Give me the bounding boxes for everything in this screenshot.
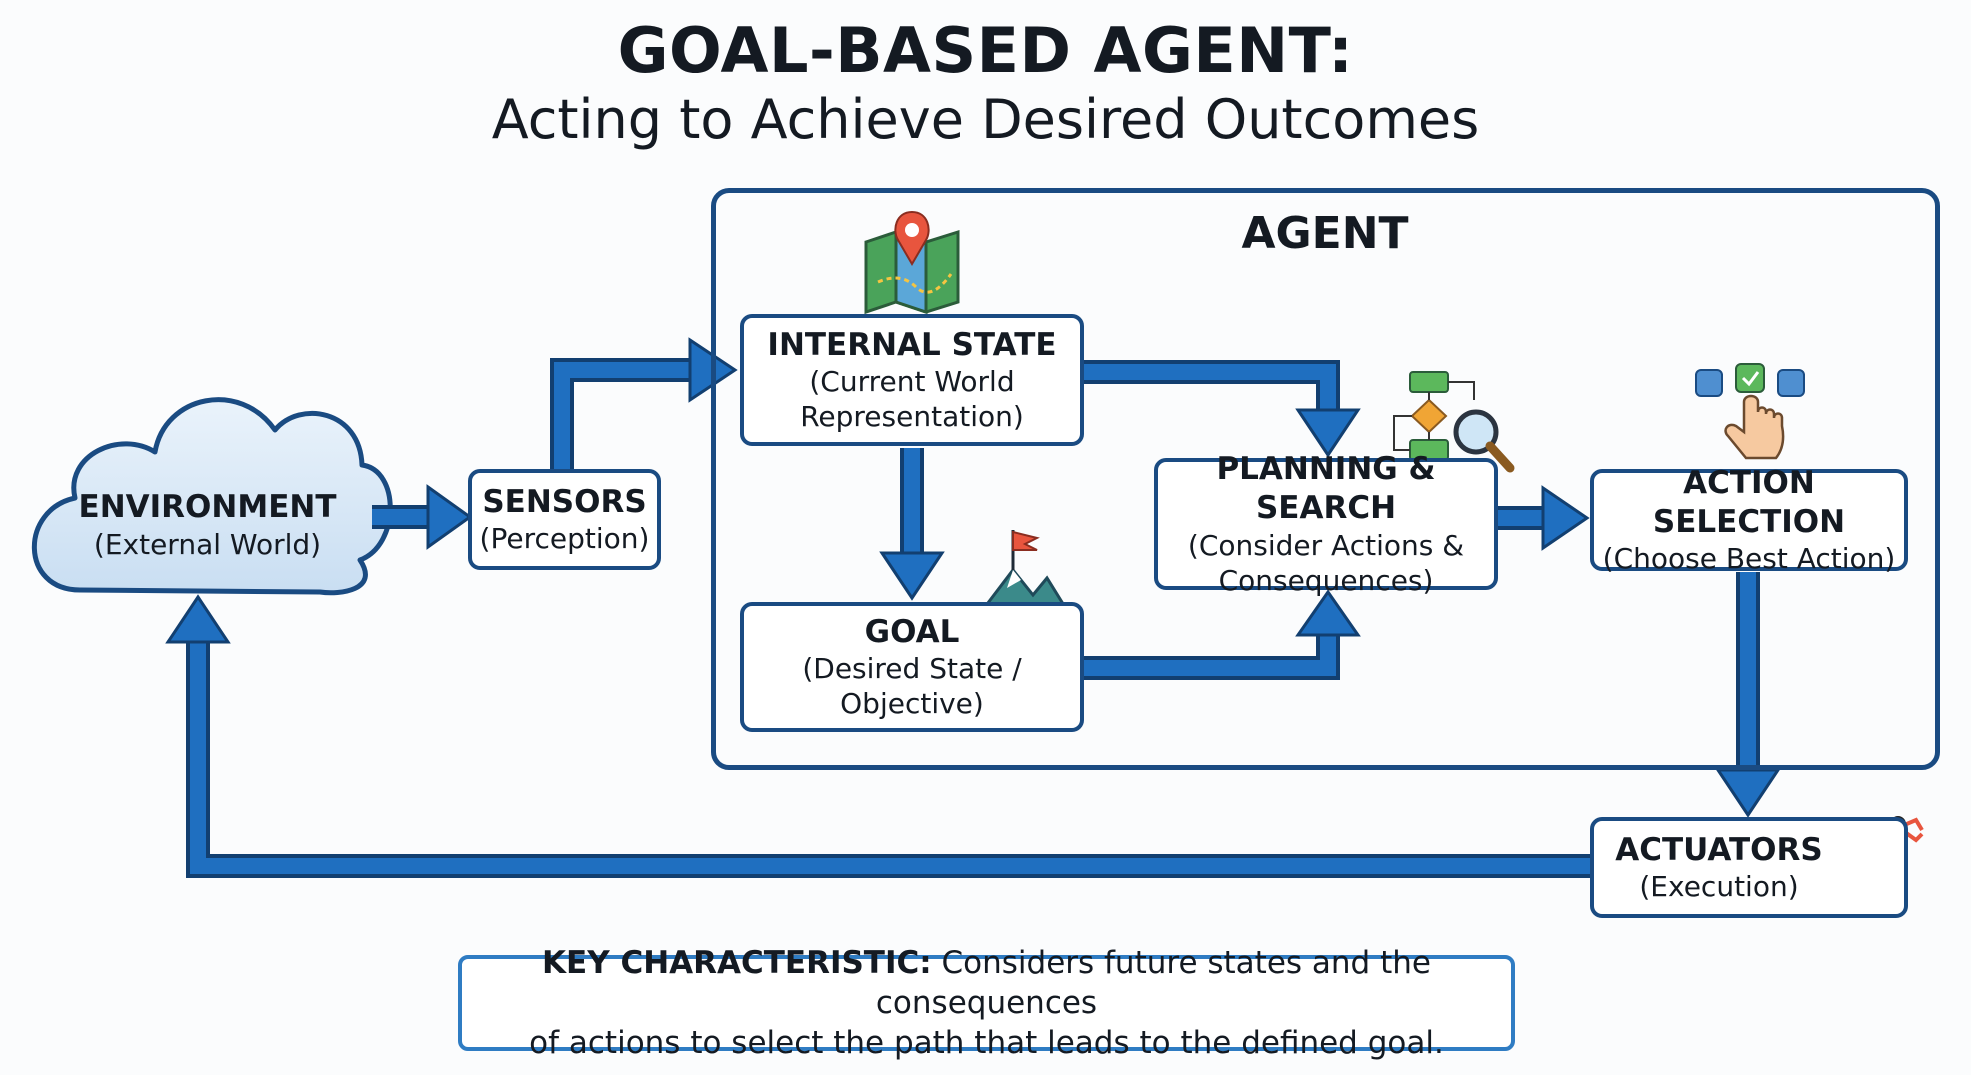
- planning-sub-1: (Consider Actions &: [1187, 528, 1465, 562]
- sensors-sub: (Perception): [479, 522, 650, 556]
- actuators-heading: ACTUATORS: [1615, 831, 1823, 868]
- arrow-internal-state-to-planning: [1082, 360, 1361, 458]
- environment-cloud: [31, 397, 393, 596]
- environment-sub: (External World): [93, 527, 322, 561]
- sensors-heading: SENSORS: [482, 483, 647, 520]
- internal-state-heading: INTERNAL STATE: [767, 326, 1057, 363]
- arrow-internal-state-to-goal: [879, 448, 945, 601]
- key-text-2: of actions to select the path that leads…: [529, 1025, 1444, 1062]
- key-line-1: KEY CHARACTERISTIC: Considers future sta…: [462, 943, 1511, 1024]
- arrow-environment-to-sensors: [372, 484, 473, 550]
- agent-frame: [711, 188, 1940, 770]
- diagram-subtitle: Acting to Achieve Desired Outcomes: [491, 88, 1480, 151]
- internal-state-sub-1: (Current World: [809, 365, 1015, 399]
- arrow-goal-to-planning: [1082, 589, 1361, 680]
- environment-node: ENVIRONMENT (External World): [30, 488, 385, 562]
- actuators-sub: (Execution): [1639, 870, 1799, 904]
- internal-state-sub-2: Representation): [800, 400, 1024, 434]
- key-text-1: Considers future states and the conseque…: [875, 944, 1431, 1021]
- planning-heading: PLANNING & SEARCH: [1216, 451, 1436, 526]
- actuators-node: ACTUATORS (Execution): [1590, 817, 1908, 918]
- internal-state-node: INTERNAL STATE (Current World Representa…: [740, 314, 1084, 446]
- arrow-planning-to-action-selection: [1498, 485, 1590, 551]
- flowchart-search-icon: [1393, 371, 1515, 473]
- arrow-sensors-to-internal-state: [550, 337, 738, 470]
- goal-sub-1: (Desired State /: [802, 652, 1022, 686]
- goal-node: GOAL (Desired State / Objective): [740, 602, 1084, 732]
- diagram-title: GOAL-BASED AGENT:: [617, 14, 1354, 87]
- action-selection-node: ACTION SELECTION (Choose Best Action): [1590, 465, 1908, 575]
- sensors-node: SENSORS (Perception): [468, 469, 661, 570]
- goal-sub-2: Objective): [840, 687, 984, 721]
- action-selection-sub: (Choose Best Action): [1602, 542, 1896, 576]
- arrow-action-selection-to-actuators: [1715, 572, 1781, 818]
- planning-search-node: PLANNING & SEARCH (Consider Actions & Co…: [1154, 451, 1498, 597]
- planning-sub-2: Consequences): [1218, 563, 1434, 597]
- key-characteristic-box: KEY CHARACTERISTIC: Considers future sta…: [458, 945, 1515, 1061]
- map-pin-icon: [864, 210, 960, 315]
- environment-heading: ENVIRONMENT: [78, 489, 337, 525]
- flow-arrows: [165, 337, 1781, 878]
- action-selection-heading: ACTION SELECTION: [1652, 464, 1846, 540]
- agent-label: AGENT: [1241, 208, 1409, 259]
- key-label: KEY CHARACTERISTIC:: [542, 944, 932, 981]
- hand-select-icon: [1695, 363, 1805, 460]
- arrow-actuators-to-environment: [165, 594, 1592, 878]
- goal-heading: GOAL: [864, 613, 960, 650]
